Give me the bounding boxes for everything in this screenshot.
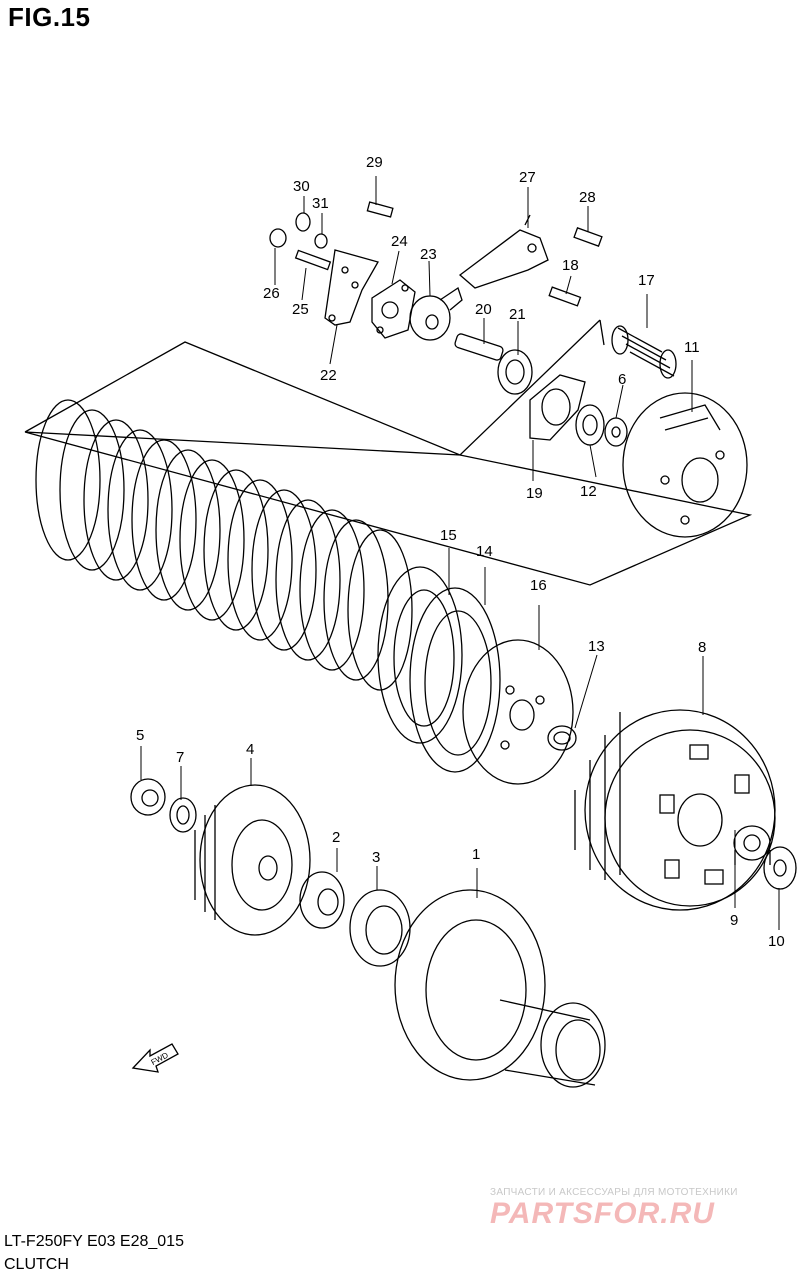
callout-7: 7: [176, 749, 184, 766]
callout-3: 3: [372, 849, 380, 866]
part-28-bolt: [573, 227, 603, 247]
part-27-lever: [458, 214, 549, 289]
part-11-clutch-sleeve-hub: [622, 392, 748, 538]
callout-15: 15: [440, 527, 457, 544]
part-13-washer: [547, 725, 577, 751]
part-23-lifter-cam: [409, 286, 463, 341]
part-21-bearing: [497, 349, 533, 395]
callout-23: 23: [420, 246, 437, 263]
callout-4: 4: [246, 741, 254, 758]
callout-5: 5: [136, 727, 144, 744]
clutch-plate-stack: [35, 399, 413, 691]
callout-18: 18: [562, 257, 579, 274]
part-20-push-rod: [454, 333, 504, 361]
callout-26: 26: [263, 285, 280, 302]
model-code: LT-F250FY E03 E28_015: [4, 1233, 184, 1250]
callout-1: 1: [472, 846, 480, 863]
callout-12: 12: [580, 483, 597, 500]
callout-30: 30: [293, 178, 310, 195]
callout-17: 17: [638, 272, 655, 289]
part-30-nut: [295, 212, 311, 232]
callout-9: 9: [730, 912, 738, 929]
part-1-clutch-housing: [394, 889, 606, 1088]
part-6-washer: [604, 417, 628, 447]
assembly-group-outline: [24, 319, 753, 586]
part-15-drive-plate: [377, 566, 463, 744]
callout-19: 19: [526, 485, 543, 502]
part-24-gasket: [371, 279, 416, 339]
watermark-subtitle: ЗАПЧАСТИ И АКСЕССУАРЫ ДЛЯ МОТОТЕХНИКИ: [490, 1187, 738, 1198]
part-31-washer: [314, 233, 328, 249]
part-4-one-way-clutch: [194, 784, 311, 936]
callout-6: 6: [618, 371, 626, 388]
callout-13: 13: [588, 638, 605, 655]
part-18-bolt: [548, 286, 582, 307]
part-19-pressure-plate: [529, 374, 586, 441]
callout-21: 21: [509, 306, 526, 323]
callout-29: 29: [366, 154, 383, 171]
callout-22: 22: [320, 367, 337, 384]
part-25-stud: [294, 249, 332, 271]
part-29-bolt: [366, 201, 394, 218]
callout-25: 25: [292, 301, 309, 318]
part-3-roller-bearing: [349, 889, 411, 967]
callout-11: 11: [684, 339, 700, 356]
callout-10: 10: [768, 933, 785, 950]
callout-20: 20: [475, 301, 492, 318]
part-16-plate: [462, 639, 574, 785]
callout-31: 31: [312, 195, 329, 212]
callout-28: 28: [579, 189, 596, 206]
leader-lines: [140, 176, 780, 930]
watermark-brand: PARTSFOR.RU: [490, 1197, 715, 1230]
callout-14: 14: [476, 543, 493, 560]
callout-27: 27: [519, 169, 536, 186]
part-14-driven-plate: [409, 587, 501, 773]
part-12-bearing: [575, 404, 605, 446]
part-26-nut: [269, 228, 287, 248]
group-name: CLUTCH: [4, 1256, 69, 1273]
part-5-nut: [130, 778, 166, 816]
part-8-primary-driven-gear: [574, 709, 776, 911]
callout-16: 16: [530, 577, 547, 594]
part-7-washer: [169, 797, 197, 833]
part-10-washer: [763, 846, 797, 890]
part-22-bracket: [324, 249, 379, 326]
callout-24: 24: [391, 233, 408, 250]
part-17-spring: [611, 325, 677, 379]
part-2-bearing: [299, 871, 345, 929]
callout-2: 2: [332, 829, 340, 846]
callout-8: 8: [698, 639, 706, 656]
figure-title: FIG.15: [8, 2, 91, 32]
fwd-arrow-icon: FWD: [131, 1043, 179, 1073]
callout-numbers: 1 2 3 4 5 6 7 8 9 10 11 12 13 14 15 16 1…: [136, 154, 785, 950]
